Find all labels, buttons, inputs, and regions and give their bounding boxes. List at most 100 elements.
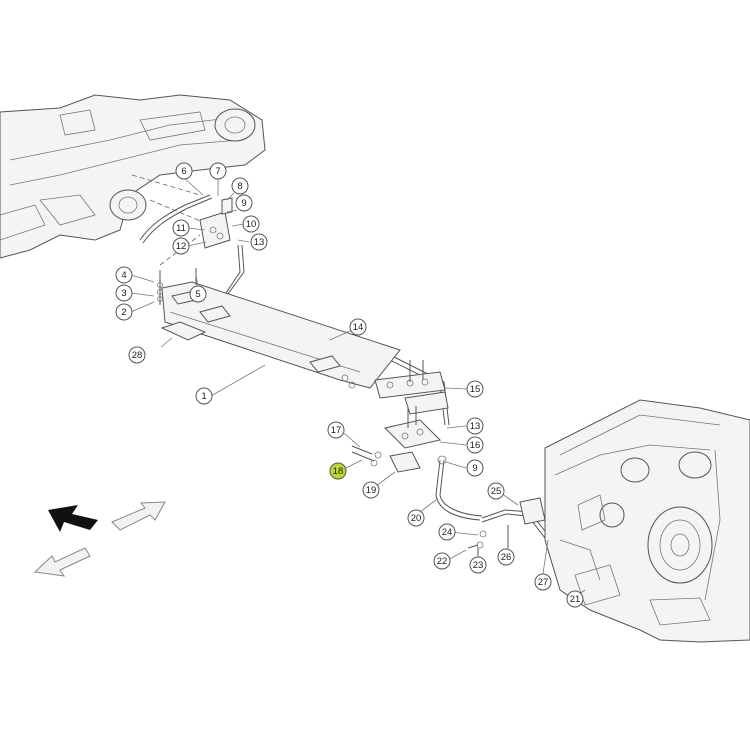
callout-circle bbox=[497, 548, 515, 566]
callout-circle bbox=[566, 590, 584, 608]
callout-number: 8 bbox=[237, 181, 242, 192]
callout-17: 17 bbox=[327, 421, 345, 439]
bolts-17-18 bbox=[351, 445, 382, 467]
callout-circle bbox=[250, 233, 268, 251]
callout-2: 2 bbox=[115, 303, 133, 321]
callout-circle bbox=[329, 462, 347, 480]
callout-16: 16 bbox=[466, 436, 484, 454]
callout-number: 9 bbox=[241, 198, 246, 209]
callout-18: 18 bbox=[329, 462, 347, 480]
callout-number: 7 bbox=[215, 166, 220, 177]
callout-circle bbox=[433, 552, 451, 570]
callout-number: 18 bbox=[333, 466, 344, 477]
callout-number: 13 bbox=[470, 421, 481, 432]
callout-number: 10 bbox=[246, 219, 257, 230]
callout-number: 24 bbox=[442, 527, 453, 538]
callout-number: 21 bbox=[570, 594, 581, 605]
callout-14: 14 bbox=[349, 318, 367, 336]
callout-28: 28 bbox=[128, 346, 146, 364]
callout-circle bbox=[195, 387, 213, 405]
callout-circle bbox=[466, 417, 484, 435]
callout-number: 27 bbox=[538, 577, 549, 588]
callout-number: 4 bbox=[121, 270, 126, 281]
callout-circle bbox=[487, 482, 505, 500]
callout-13: 13 bbox=[250, 233, 268, 251]
callout-8: 8 bbox=[231, 177, 249, 195]
callout-number: 26 bbox=[501, 552, 512, 563]
callout-25: 25 bbox=[487, 482, 505, 500]
transmission-housing-21 bbox=[544, 399, 750, 643]
callout-7: 7 bbox=[209, 162, 227, 180]
callout-circle bbox=[438, 523, 456, 541]
callout-circle bbox=[242, 215, 260, 233]
callout-number: 11 bbox=[176, 223, 186, 234]
callout-number: 9 bbox=[472, 463, 477, 474]
callout-24: 24 bbox=[438, 523, 456, 541]
callout-number: 16 bbox=[470, 440, 481, 451]
gasket-28 bbox=[160, 321, 207, 341]
callout-circle bbox=[189, 285, 207, 303]
callout-number: 14 bbox=[353, 322, 364, 333]
callout-5: 5 bbox=[189, 285, 207, 303]
callout-number: 6 bbox=[181, 166, 186, 177]
callout-circle bbox=[235, 194, 253, 212]
callout-number: 28 bbox=[132, 350, 143, 361]
hose-6-outline bbox=[142, 197, 213, 244]
callout-1: 1 bbox=[195, 387, 213, 405]
callout-circle bbox=[534, 573, 552, 591]
callout-19: 19 bbox=[362, 481, 380, 499]
callout-circle bbox=[128, 346, 146, 364]
callout-circle bbox=[466, 436, 484, 454]
callout-15: 15 bbox=[466, 380, 484, 398]
direction-arrow-back-light-icon bbox=[33, 547, 91, 577]
callout-circle bbox=[172, 237, 190, 255]
callout-circle bbox=[362, 481, 380, 499]
callout-23: 23 bbox=[469, 556, 487, 574]
direction-arrows bbox=[33, 501, 166, 577]
callout-9: 9 bbox=[466, 459, 484, 477]
callout-number: 2 bbox=[121, 307, 126, 318]
callout-4: 4 bbox=[115, 266, 133, 284]
callout-number: 25 bbox=[491, 486, 502, 497]
callout-20: 20 bbox=[407, 509, 425, 527]
callout-circle bbox=[115, 266, 133, 284]
callout-number: 12 bbox=[176, 241, 187, 252]
callout-3: 3 bbox=[115, 284, 133, 302]
callout-number: 17 bbox=[331, 425, 342, 436]
callout-number: 1 bbox=[201, 391, 206, 402]
callout-circle bbox=[469, 556, 487, 574]
callout-6: 6 bbox=[175, 162, 193, 180]
leader-lines bbox=[130, 177, 586, 598]
bracket-25 bbox=[519, 497, 546, 525]
callout-circle bbox=[115, 284, 133, 302]
callout-13: 13 bbox=[466, 417, 484, 435]
callout-circle bbox=[349, 318, 367, 336]
bracket-11 bbox=[199, 197, 233, 249]
hose-6 bbox=[139, 194, 211, 241]
rear-axle-housing bbox=[0, 94, 266, 259]
callout-11: 11 bbox=[172, 219, 190, 237]
callout-circle bbox=[115, 303, 133, 321]
callout-9: 9 bbox=[235, 194, 253, 212]
hose-20-outline bbox=[439, 459, 483, 517]
callout-number: 15 bbox=[470, 384, 481, 395]
callout-circle bbox=[175, 162, 193, 180]
callout-circle bbox=[466, 380, 484, 398]
callout-circle bbox=[231, 177, 249, 195]
callout-26: 26 bbox=[497, 548, 515, 566]
callout-21: 21 bbox=[566, 590, 584, 608]
callout-number: 20 bbox=[411, 513, 422, 524]
callout-12: 12 bbox=[172, 237, 190, 255]
direction-arrow-forward-light-icon bbox=[111, 501, 166, 531]
callout-number: 23 bbox=[473, 560, 484, 571]
callout-10: 10 bbox=[242, 215, 260, 233]
callout-number: 22 bbox=[437, 556, 448, 567]
direction-arrow-forward-dark-icon bbox=[48, 505, 98, 532]
callout-circle bbox=[466, 459, 484, 477]
callout-circle bbox=[327, 421, 345, 439]
callout-number: 19 bbox=[366, 485, 377, 496]
callout-circle bbox=[172, 219, 190, 237]
callout-number: 5 bbox=[195, 289, 200, 300]
